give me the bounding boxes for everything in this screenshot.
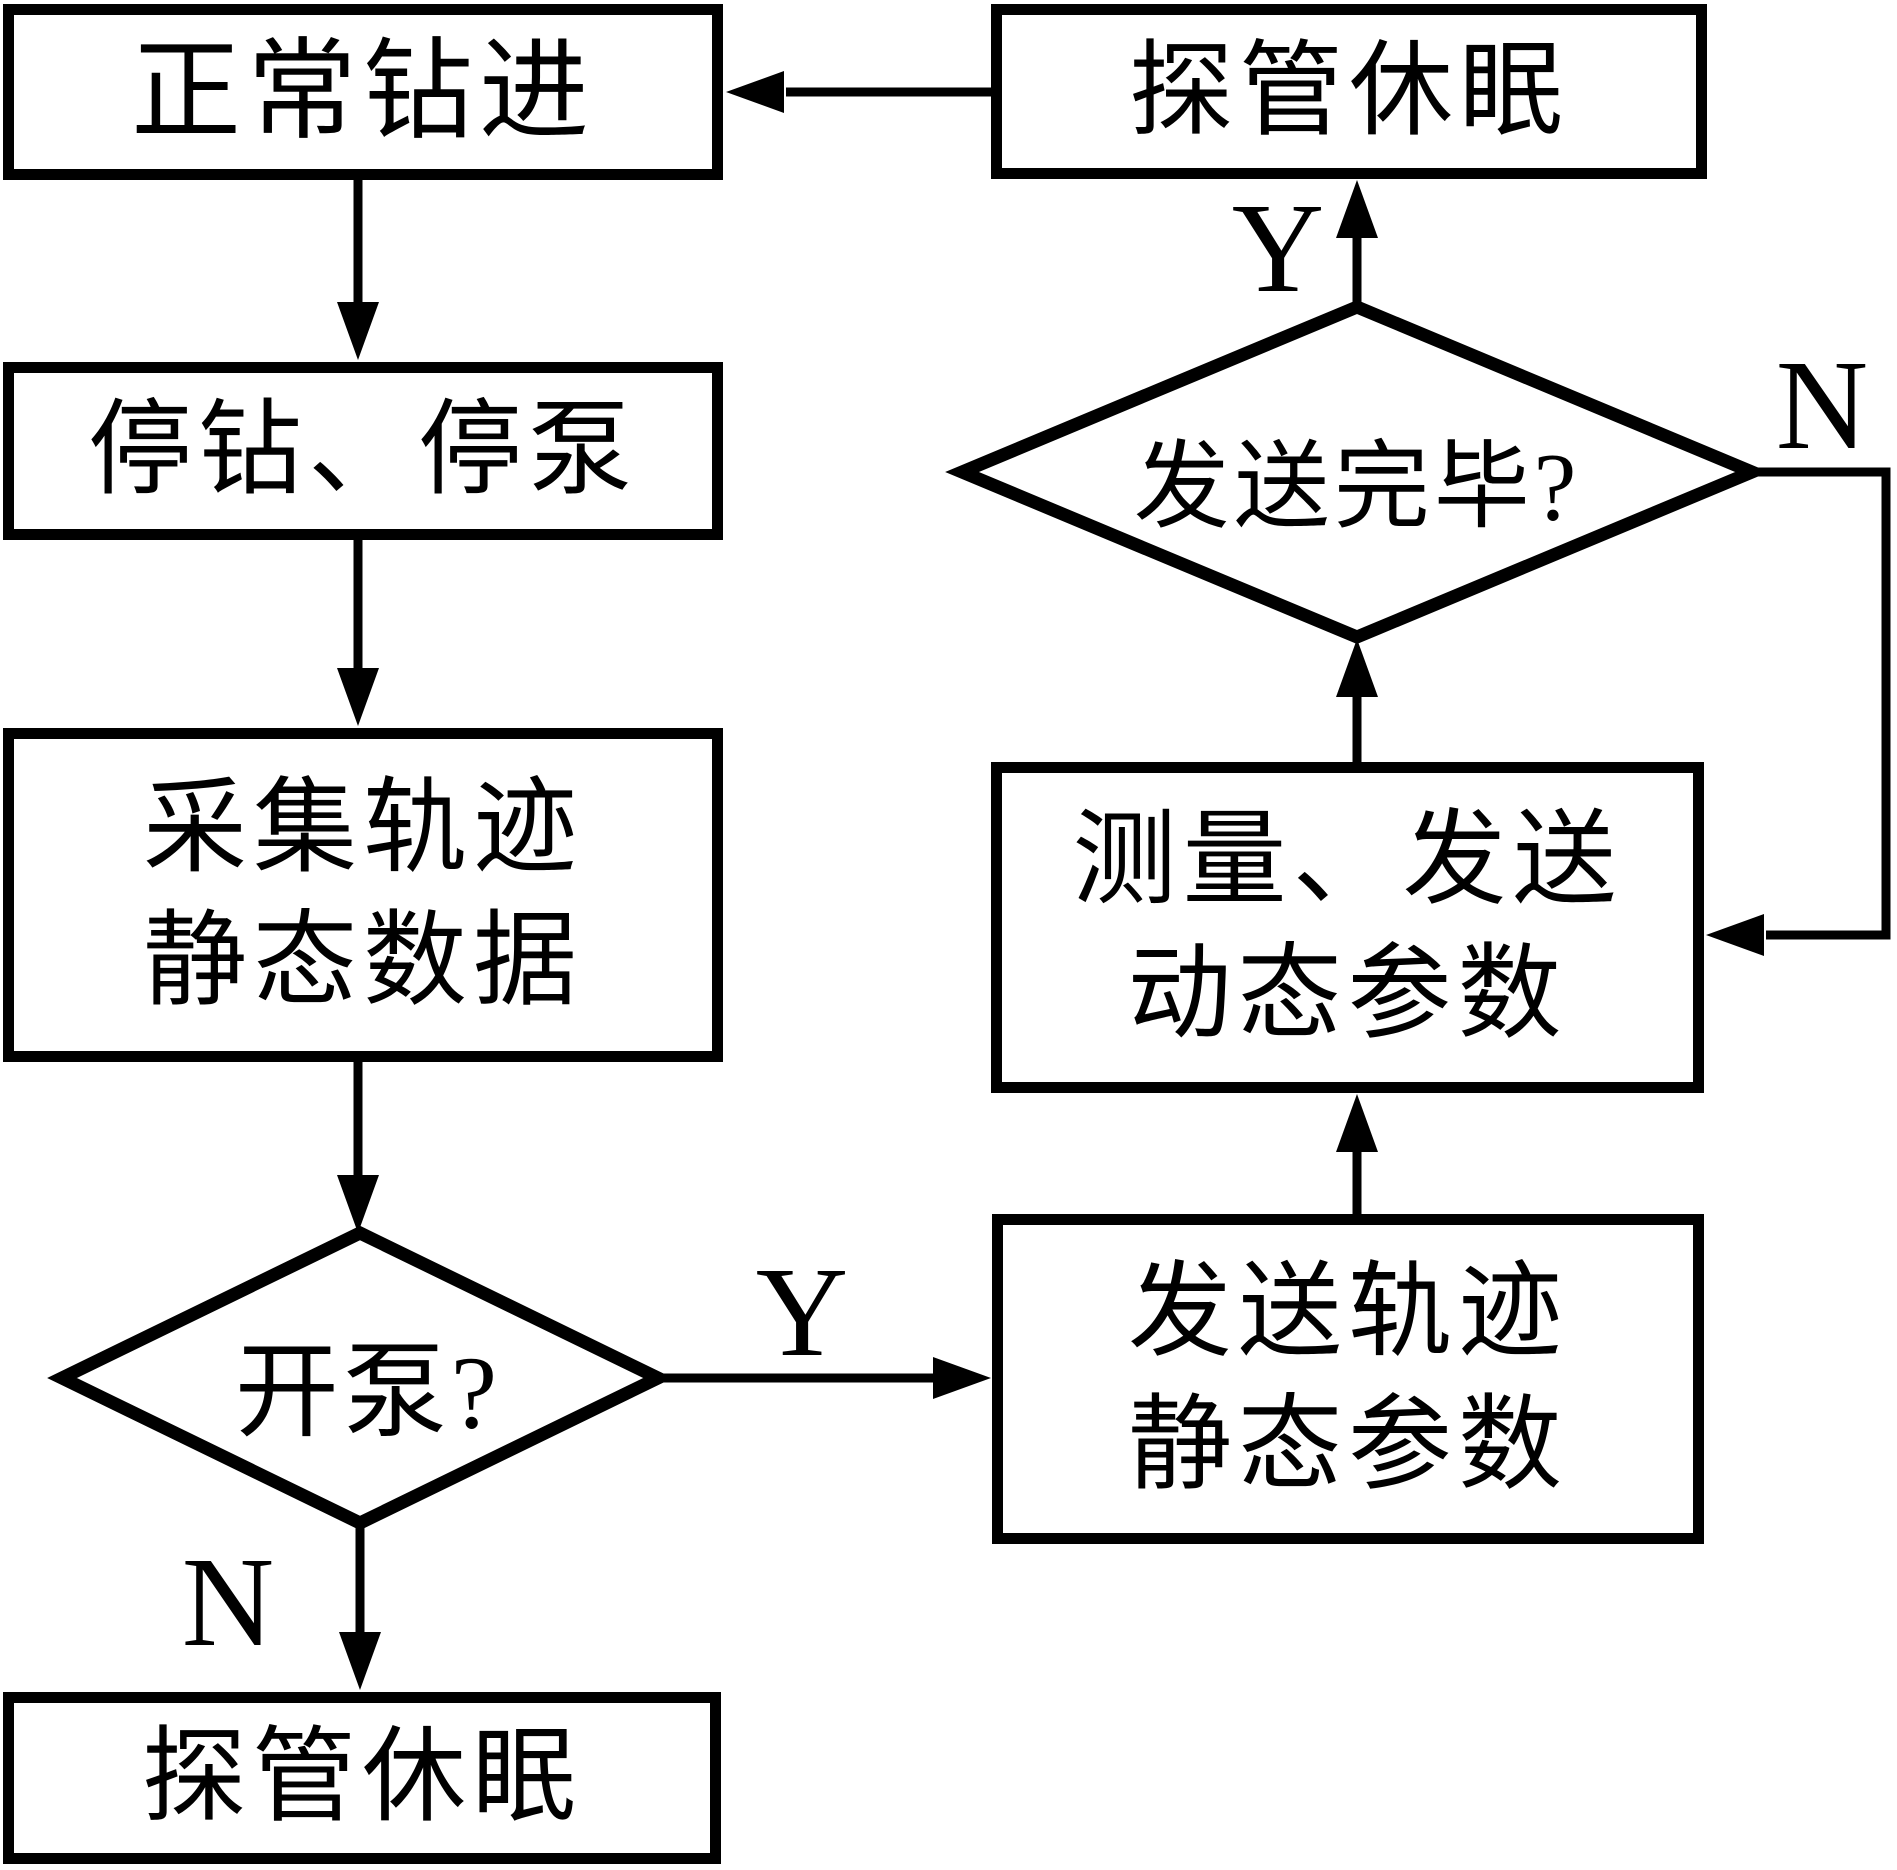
process-label-collect-static-line2: 静态数据: [142, 904, 583, 1019]
decision-send-complete-shape: [945, 299, 1769, 645]
process-label-measure-send-line1: 测量、发送: [1072, 803, 1623, 919]
process-label-stop-drill-stop-pump: 停钻、停泵: [87, 393, 638, 509]
arrow-normal-to-stop: [337, 180, 379, 360]
edge-label-send-complete-yes: Y: [1231, 177, 1325, 319]
decision-label-pump-on: 开泵?: [234, 1335, 502, 1451]
edge-label-pump-on-no: N: [181, 1531, 275, 1673]
arrow-send-yes-to-sleep: [1336, 180, 1378, 305]
process-label-normal-drilling: 正常钻进: [131, 30, 595, 153]
process-box-probe-sleep-bottom: 探管休眠: [3, 1692, 721, 1864]
decision-pump-on-shape: [47, 1225, 673, 1531]
process-box-probe-sleep-top: 探管休眠: [991, 4, 1707, 179]
process-box-normal-drilling: 正常钻进: [3, 4, 723, 180]
arrow-pump-no-to-sleep: [339, 1523, 381, 1690]
arrow-stop-to-collect: [337, 540, 379, 726]
arrow-measure-to-decision: [1336, 639, 1378, 762]
process-label-probe-sleep-top: 探管休眠: [1128, 33, 1569, 149]
process-label-probe-sleep-bottom: 探管休眠: [141, 1720, 582, 1836]
arrow-collect-to-pump-decision: [337, 1062, 379, 1233]
process-label-collect-static-line1: 采集轨迹: [142, 770, 583, 886]
decision-label-send-complete: 发送完毕?: [1133, 433, 1581, 541]
process-box-stop-drill-stop-pump: 停钻、停泵: [3, 362, 723, 540]
arrow-send-no-loop: [1706, 467, 1891, 956]
arrow-sleep-to-normal: [726, 71, 991, 113]
process-box-measure-send-dynamic: 测量、发送 动态参数: [991, 762, 1704, 1093]
process-box-collect-static-data: 采集轨迹 静态数据: [3, 728, 723, 1062]
process-label-send-static-line2: 静态参数: [1127, 1388, 1568, 1503]
arrow-static-to-measure: [1336, 1094, 1378, 1214]
process-label-measure-send-line2: 动态参数: [1127, 936, 1568, 1052]
edge-label-pump-on-yes: Y: [755, 1241, 849, 1383]
arrow-pump-yes-to-static: [658, 1357, 991, 1399]
process-label-send-static-line1: 发送轨迹: [1127, 1254, 1568, 1370]
process-box-send-static-params: 发送轨迹 静态参数: [992, 1214, 1704, 1544]
edge-label-send-complete-no: N: [1775, 334, 1869, 476]
